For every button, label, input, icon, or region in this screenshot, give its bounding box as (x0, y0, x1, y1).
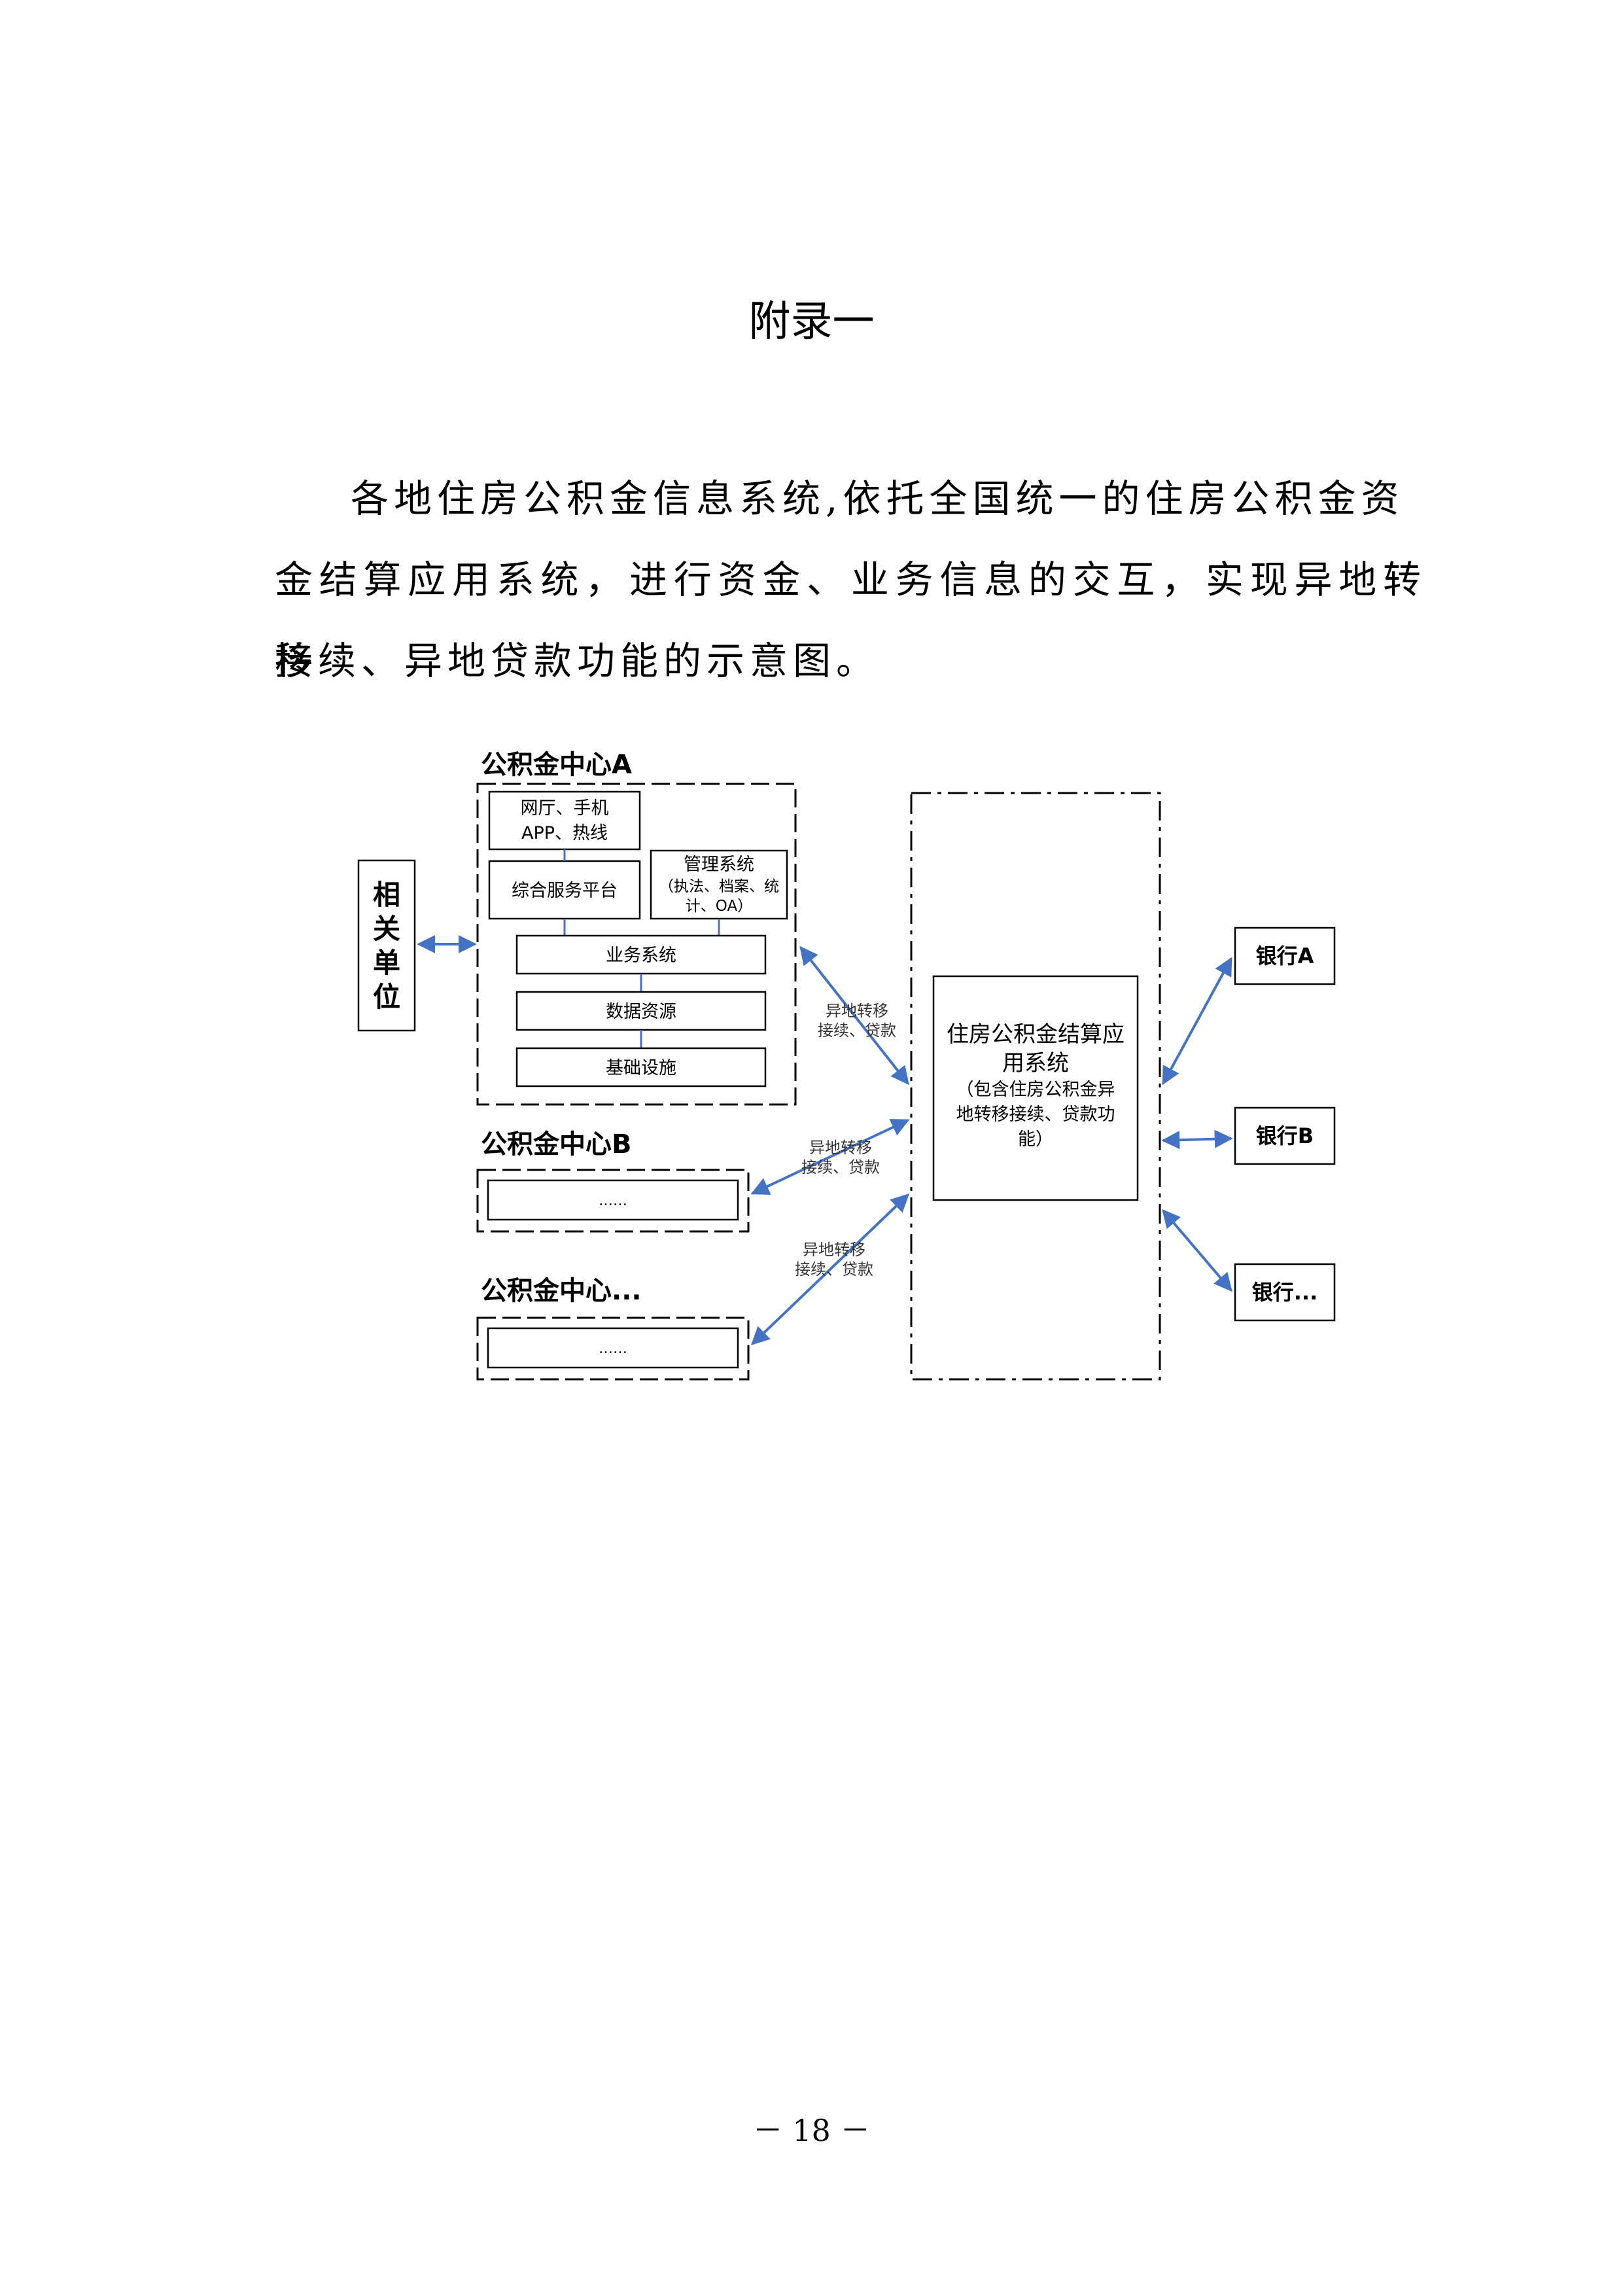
center-b-link-arrow (750, 1119, 910, 1195)
center-b-title: 公积金中心B (481, 1129, 632, 1159)
paragraph-line-1: 各地住房公积金信息系统,依托全国统一的住房公积金资 (351, 476, 1405, 521)
bank-b-label: 银行B (1256, 1123, 1314, 1148)
page-title: 附录一 (748, 298, 875, 346)
settlement-title-line-2: 用系统 (1002, 1050, 1069, 1076)
center-b-link-label-2: 接续、贷款 (801, 1158, 880, 1176)
center-a-frame (476, 783, 797, 1106)
channels-line-1: 网厅、手机 (521, 798, 609, 819)
center-a-link-label-2: 接续、贷款 (818, 1021, 896, 1040)
management-line-3: 计、OA） (686, 898, 752, 915)
related-units-box (357, 859, 416, 1032)
center-more-link-label-1: 异地转移 (803, 1241, 865, 1259)
center-b-frame (476, 1169, 750, 1233)
settlement-note-line-1: （包含住房公积金异 (956, 1080, 1115, 1100)
infrastructure-box (515, 1047, 767, 1087)
service-platform-label: 综合服务平台 (512, 881, 618, 901)
related-char-1: 相 (373, 879, 400, 911)
related-char-2: 关 (373, 913, 400, 945)
settlement-note-line-3: 能） (1018, 1129, 1053, 1150)
center-a-link-label-1: 异地转移 (826, 1002, 888, 1020)
bank-b-box (1234, 1106, 1336, 1165)
bank-a-box (1234, 927, 1336, 985)
bank-a-label: 银行A (1256, 944, 1314, 968)
data-resources-box (515, 991, 767, 1031)
bank-a-link-arrow (1162, 957, 1232, 1086)
business-system-label: 业务系统 (606, 945, 676, 966)
center-b-box (487, 1179, 739, 1221)
center-b-box-label: …… (599, 1193, 627, 1209)
bank-b-link-arrow (1161, 1129, 1233, 1150)
paragraph-line-2: 金结算应用系统，进行资金、业务信息的交互，实现异地转移 (275, 557, 1426, 683)
settlement-note-line-2: 地转移接续、贷款功 (956, 1104, 1115, 1125)
management-line-1: 管理系统 (684, 855, 754, 875)
related-char-3: 单 (373, 947, 400, 979)
center-a-link-arrow (799, 945, 909, 1086)
bank-more-box (1234, 1263, 1336, 1322)
center-more-frame (476, 1316, 750, 1381)
bank-more-label: 银行... (1252, 1280, 1318, 1305)
settlement-title-line-1: 住房公积金结算应 (947, 1021, 1125, 1048)
channels-line-2: APP、热线 (521, 823, 608, 843)
settlement-outer-frame (910, 792, 1161, 1381)
paragraph-line-3: 接续、异地贷款功能的示意图。 (275, 639, 880, 683)
bank-more-link-arrow (1162, 1209, 1232, 1292)
business-system-box (515, 934, 767, 975)
center-more-title: 公积金中心... (481, 1276, 642, 1306)
page-number: － 18 － (752, 2113, 871, 2148)
center-more-box (487, 1327, 739, 1369)
management-line-2: （执法、档案、统 (659, 878, 779, 895)
center-b-link-label-1: 异地转移 (809, 1139, 872, 1157)
center-a-title: 公积金中心A (481, 750, 632, 780)
settlement-system-box (932, 975, 1139, 1201)
center-more-box-label: …… (599, 1341, 627, 1357)
related-char-4: 位 (373, 981, 400, 1013)
infrastructure-label: 基础设施 (606, 1058, 676, 1078)
center-more-link-arrow (750, 1193, 910, 1345)
data-resources-label: 数据资源 (606, 1002, 676, 1022)
center-more-link-label-2: 接续、贷款 (795, 1260, 873, 1279)
